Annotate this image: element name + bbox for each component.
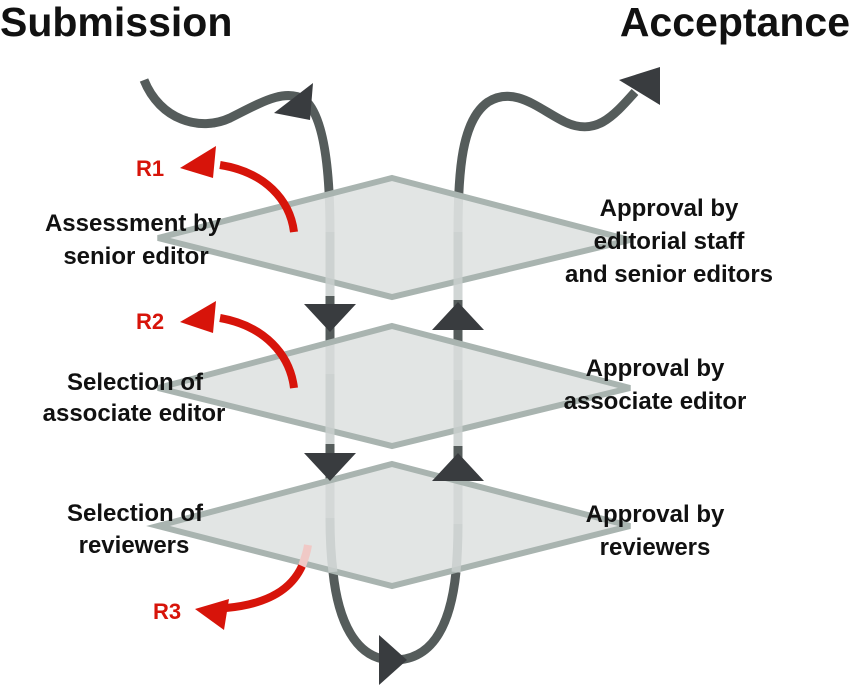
rejection-label-r1: R1 (136, 156, 164, 181)
svg-text:editorial staff: editorial staff (594, 228, 746, 255)
stage-2-right-label: Approval by associate editor (564, 355, 747, 415)
rejection-label-r2: R2 (136, 309, 164, 334)
svg-text:Approval by: Approval by (600, 195, 739, 222)
flow-lines-through-planes (298, 232, 463, 573)
rejection-arrow-r3 (225, 564, 306, 612)
svg-text:Approval by: Approval by (586, 355, 725, 382)
stage-1-right-label: Approval by editorial staff and senior e… (565, 195, 773, 288)
stage-plane-1 (157, 174, 631, 301)
up-arrowhead-icon (432, 302, 484, 330)
rejection-arrows (180, 146, 306, 630)
svg-text:senior editor: senior editor (63, 243, 208, 270)
rejection-r1-arrowhead-icon (180, 146, 216, 178)
svg-text:reviewers: reviewers (79, 532, 190, 559)
up-arrowhead-icon (432, 453, 484, 481)
down-arrowhead-icon (304, 453, 356, 481)
acceptance-flow-line (453, 89, 639, 233)
rejection-r3-arrowhead-icon (195, 599, 229, 630)
flow-arrowheads (274, 67, 660, 685)
down-arrowhead-icon (304, 304, 356, 332)
svg-text:associate editor: associate editor (564, 388, 747, 415)
svg-text:Approval by: Approval by (586, 501, 725, 528)
acceptance-title: Acceptance (620, 0, 850, 45)
submission-title: Submission (0, 0, 232, 45)
stage-3-right-label: Approval by reviewers (586, 501, 725, 561)
submission-arrowhead-icon (274, 83, 313, 120)
svg-text:Selection of: Selection of (67, 369, 204, 396)
svg-text:reviewers: reviewers (600, 534, 711, 561)
submission-flow-line (139, 78, 335, 233)
rejection-r2-arrowhead-icon (180, 301, 216, 333)
bottom-uturn-arrowhead-icon (379, 635, 407, 685)
stage-3-left-label: Selection of reviewers (67, 500, 204, 559)
rejection-arrow-r1 (219, 161, 298, 233)
stage-1-left-label: Assessment by senior editor (45, 210, 222, 270)
stage-2-left-label: Selection of associate editor (43, 369, 226, 427)
stage-plane-2 (157, 322, 631, 450)
svg-text:Selection of: Selection of (67, 500, 204, 527)
rejection-label-r3: R3 (153, 599, 181, 624)
svg-text:associate editor: associate editor (43, 400, 226, 427)
rejection-arrow-r2 (219, 314, 298, 389)
acceptance-arrowhead-icon (619, 67, 660, 105)
svg-text:and senior editors: and senior editors (565, 261, 773, 288)
svg-text:Assessment by: Assessment by (45, 210, 222, 237)
stage-plane-3 (146, 460, 631, 590)
